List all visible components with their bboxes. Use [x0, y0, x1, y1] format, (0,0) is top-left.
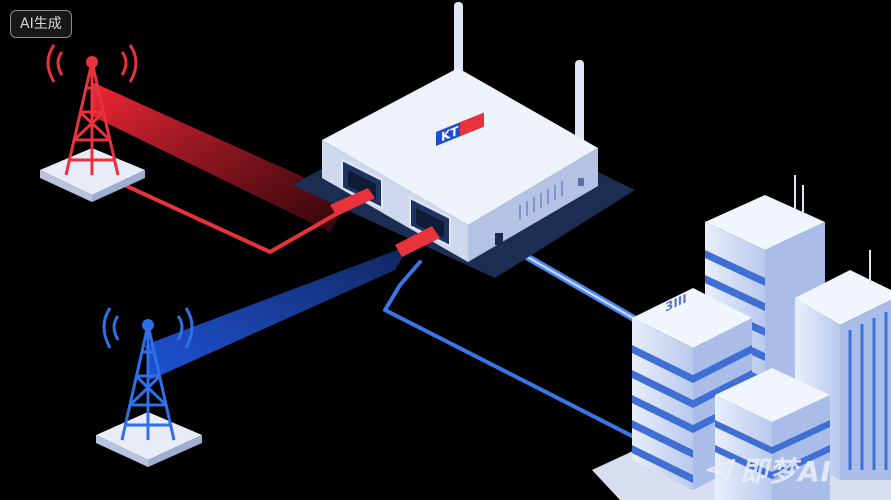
paper-plane-icon	[706, 458, 736, 482]
router-antenna-left	[454, 2, 463, 84]
office-buildings: 3III	[592, 175, 891, 500]
ai-generated-badge: AI生成	[10, 10, 72, 38]
red-cable	[116, 180, 354, 255]
blue-signal-beam	[145, 245, 410, 380]
red-cell-tower	[40, 44, 145, 202]
router-side-port	[495, 233, 503, 245]
watermark-text: 即梦AI	[740, 455, 833, 488]
jimeng-ai-watermark: 即梦AI	[706, 450, 832, 490]
red-plug	[330, 188, 375, 216]
red-signal-beam	[90, 82, 350, 232]
router: KT	[322, 2, 598, 262]
red-plug-2	[395, 226, 440, 257]
building-front-middle	[715, 368, 830, 500]
router-antenna-right	[575, 60, 584, 152]
blue-cable-lower	[383, 260, 642, 442]
blue-cell-tower	[96, 307, 202, 467]
